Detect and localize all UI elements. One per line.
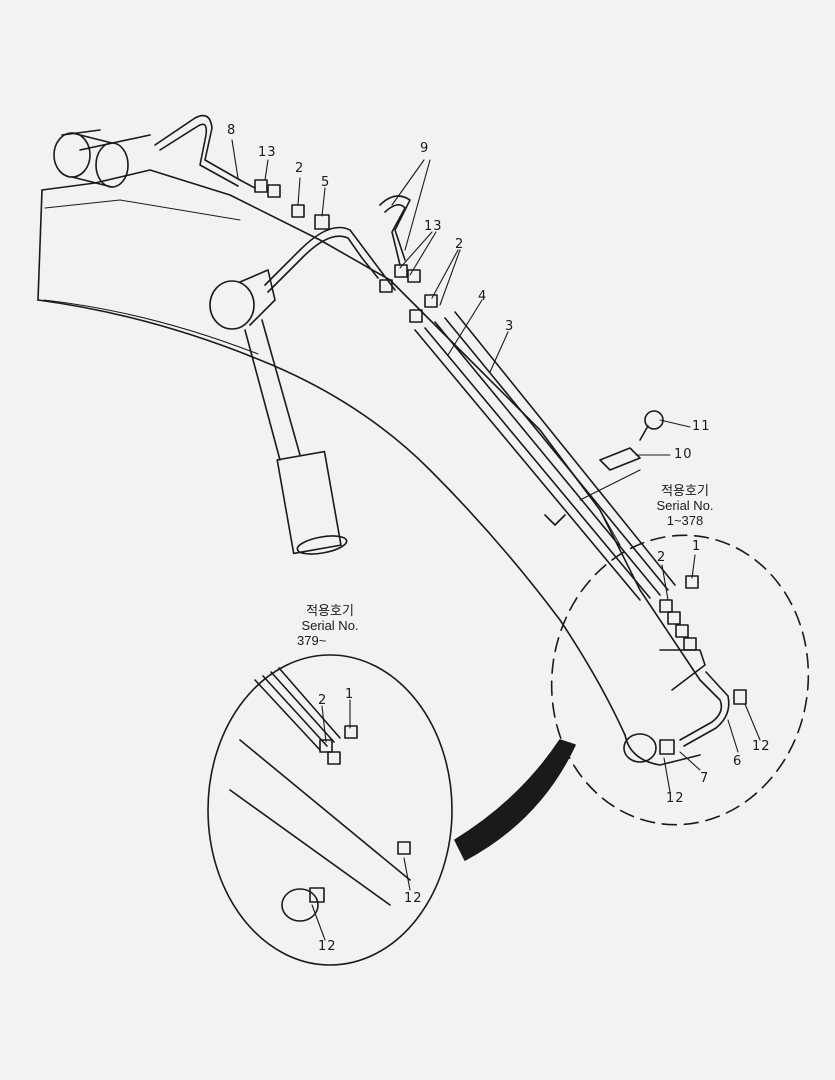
callout-11: 11 (692, 419, 711, 434)
callout-12: 12 (666, 791, 685, 806)
note-korean-label: 적용호기 (306, 603, 354, 618)
boom-foot-pin (53, 132, 129, 188)
boom-long-pipes (414, 311, 676, 601)
leader-lines (231, 139, 761, 941)
note-korean-label: 적용호기 (661, 483, 709, 498)
callout-5: 5 (321, 175, 331, 190)
note-serial-label: Serial No. (301, 618, 359, 633)
boom-body (37, 129, 701, 766)
callout-6: 6 (733, 754, 743, 769)
callout-8: 8 (227, 123, 237, 138)
pipe-clamp (599, 410, 664, 471)
right-detail-fittings (623, 575, 747, 763)
note-serial-range: 1~378 (666, 513, 704, 528)
callout-9: 9 (420, 141, 430, 156)
callout-2: 2 (318, 693, 328, 708)
callout-1: 1 (692, 539, 702, 554)
callout-12: 12 (752, 739, 771, 754)
callout-4: 4 (478, 289, 488, 304)
upper-left-piping (154, 114, 381, 293)
callout-2: 2 (295, 161, 305, 176)
detail-connector (454, 739, 576, 861)
boom-cylinder (209, 269, 348, 555)
callout-13: 13 (424, 219, 443, 234)
callout-3: 3 (505, 319, 515, 334)
serial-note-379: 적용호기 Serial No. 379~ (285, 603, 375, 648)
callout-10: 10 (674, 447, 693, 462)
callout-1: 1 (345, 687, 355, 702)
callout-12: 12 (318, 939, 337, 954)
note-serial-label: Serial No. (656, 498, 714, 513)
callout-13: 13 (258, 145, 277, 160)
callout-7: 7 (700, 771, 710, 786)
callout-2: 2 (657, 550, 667, 565)
serial-note-1-378: 적용호기 Serial No. 1~378 (640, 483, 730, 528)
callout-12: 12 (404, 891, 423, 906)
detail-boundary-379 (207, 654, 453, 966)
callout-2: 2 (455, 237, 465, 252)
note-serial-range: 379~ (297, 633, 327, 648)
detail-boundary-1-378 (550, 534, 810, 826)
